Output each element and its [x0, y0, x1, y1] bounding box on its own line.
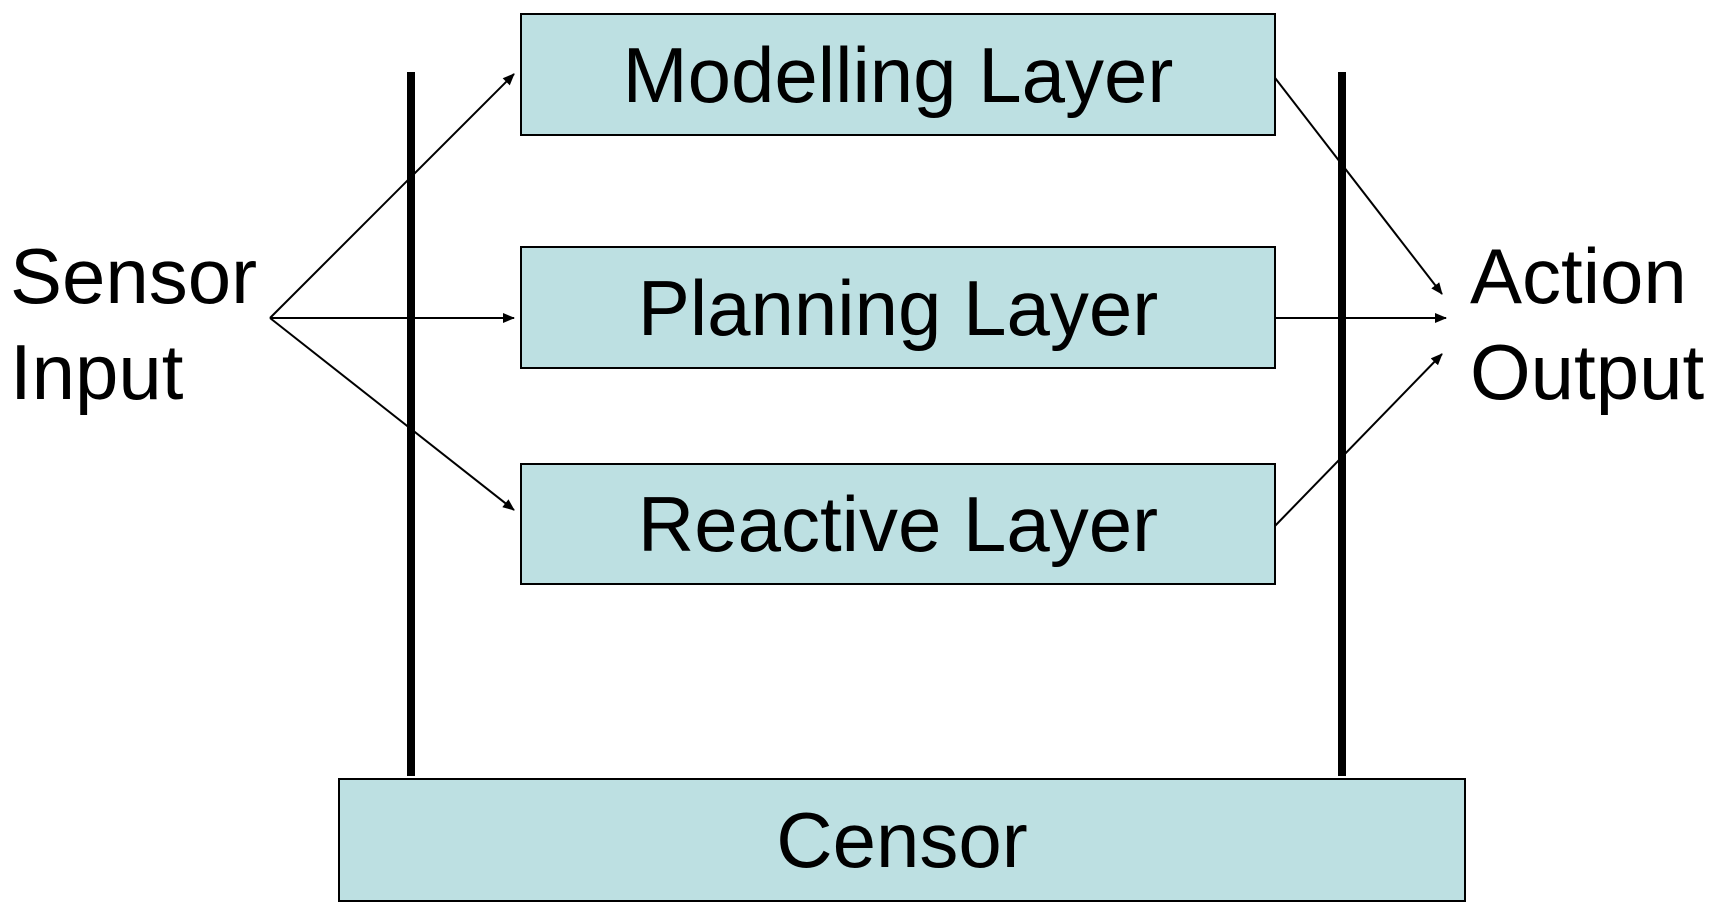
arrow-sensor-to-reactive	[269, 317, 515, 511]
arrow-reactive-to-action	[1271, 353, 1443, 530]
censor-box: Censor	[338, 778, 1466, 902]
modelling-layer-box: Modelling Layer	[520, 13, 1276, 136]
planning-layer-label: Planning Layer	[637, 263, 1159, 352]
reactive-layer-box: Reactive Layer	[520, 463, 1276, 585]
arrow-sensor-to-modelling	[269, 73, 515, 319]
sensor-input-label: Sensor Input	[10, 228, 257, 420]
arrow-modelling-to-action	[1271, 73, 1443, 295]
action-output-line1: Action	[1470, 232, 1687, 320]
sensor-input-line2: Input	[10, 328, 184, 416]
censor-label: Censor	[776, 796, 1028, 884]
planning-layer-box: Planning Layer	[520, 246, 1276, 369]
reactive-layer-label: Reactive Layer	[637, 480, 1159, 568]
action-output-label: Action Output	[1470, 228, 1704, 420]
modelling-layer-label: Modelling Layer	[622, 30, 1174, 119]
action-output-line2: Output	[1470, 328, 1705, 416]
sensor-input-line1: Sensor	[10, 232, 258, 320]
